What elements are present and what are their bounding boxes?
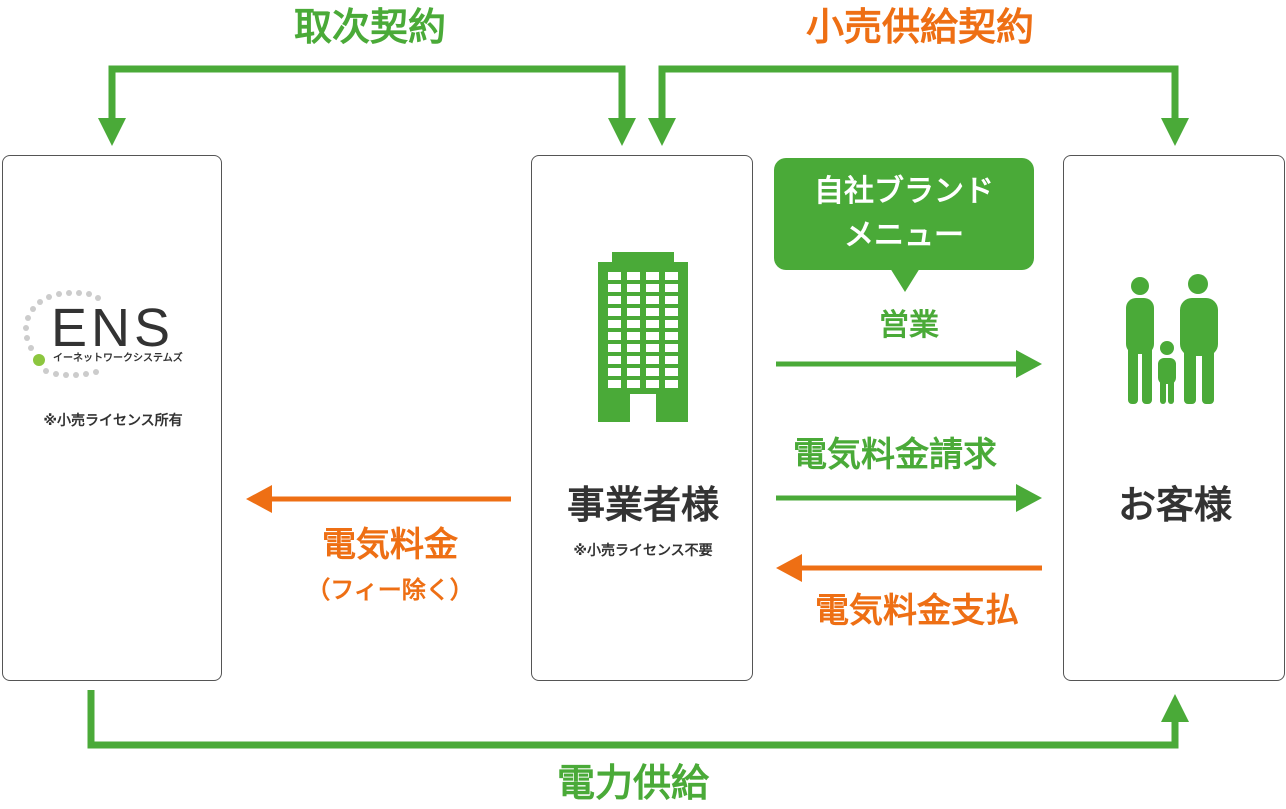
sales-arrow [776, 350, 1042, 378]
power-supply-connector [87, 690, 1189, 749]
arrow-down-icon [98, 118, 126, 146]
power-supply-label: 電力供給 [556, 761, 709, 805]
retail-contract-connector [648, 65, 1189, 146]
payment-label: 電気料金支払 [815, 591, 1019, 631]
arrow-down-icon [608, 118, 636, 146]
brand-menu-line2: メニュー [844, 218, 964, 253]
fee-arrow [246, 485, 511, 513]
ens-logo-subtext: イーネットワークシステムズ [53, 353, 183, 364]
arrow-down-icon [1161, 118, 1189, 146]
bubble-tail [890, 268, 920, 292]
retail-contract-label: 小売供給契約 [805, 5, 1034, 49]
ens-box: ENS イーネットワークシステムズ ※小売ライセンス所有 [2, 155, 222, 681]
agency-contract-connector [98, 65, 636, 146]
arrow-right-icon [1016, 484, 1042, 512]
customer-title: お客様 [1117, 483, 1232, 527]
sales-label: 営業 [879, 308, 939, 343]
ens-logo-text: ENS [51, 298, 175, 358]
customer-box: お客様 [1063, 155, 1285, 681]
arrow-left-icon [776, 554, 802, 582]
business-note: ※小売ライセンス不要 [573, 543, 713, 559]
building-icon [598, 252, 688, 422]
fee-note: （フィー除く） [306, 576, 474, 604]
payment-arrow [776, 554, 1042, 582]
billing-label: 電気料金請求 [793, 435, 997, 475]
ens-logo-icon [23, 290, 101, 378]
arrow-left-icon [246, 485, 272, 513]
fee-label: 電気料金 [322, 525, 458, 565]
ens-note: ※小売ライセンス所有 [43, 413, 183, 429]
arrow-up-icon [1161, 694, 1189, 722]
billing-arrow [776, 484, 1042, 512]
brand-menu-bubble: 自社ブランド メニュー [774, 158, 1034, 270]
family-icon [1126, 274, 1218, 404]
brand-menu-line1: 自社ブランド [814, 174, 994, 209]
business-box: 事業者様 ※小売ライセンス不要 [531, 155, 753, 681]
arrow-right-icon [1016, 350, 1042, 378]
ens-logo: ENS イーネットワークシステムズ [21, 288, 201, 378]
agency-contract-label: 取次契約 [293, 5, 446, 49]
arrow-down-icon [648, 118, 676, 146]
business-title: 事業者様 [566, 483, 719, 527]
